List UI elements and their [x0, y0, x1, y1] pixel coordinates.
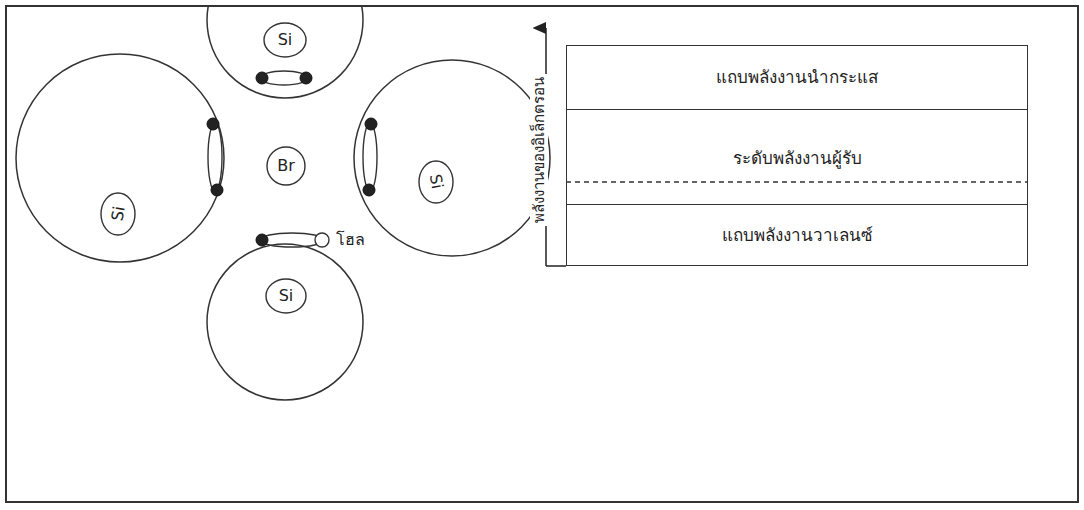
band-label: ระดับพลังงานผู้รับ — [733, 148, 862, 168]
hole-label: โฮล — [336, 230, 365, 249]
silicon-atom: Si — [100, 192, 136, 236]
conduction-band: แถบพลังงานนำกระแส — [566, 45, 1028, 110]
valence-band: แถบพลังงานวาเลนซ์ — [566, 205, 1028, 266]
band-label: แถบพลังงานวาเลนซ์ — [722, 225, 873, 245]
acceptor-level-line — [566, 181, 1028, 182]
silicon-atom: Si — [265, 278, 307, 314]
boron-atom: Br — [266, 146, 306, 186]
electrons — [207, 72, 377, 246]
hole — [315, 233, 329, 247]
silicon-atom: Si — [263, 22, 307, 58]
acceptor-region: ระดับพลังงานผู้รับ — [566, 110, 1028, 205]
lattice-arcs — [16, 6, 550, 400]
band-label: แถบพลังงานนำกระแส — [716, 67, 878, 87]
atom-symbol: Br — [277, 156, 295, 175]
frame — [6, 6, 1078, 502]
atom-symbol: Si — [278, 30, 293, 49]
atom-symbol: Si — [279, 286, 294, 305]
axis-base — [546, 265, 566, 267]
axis-label: พลังงานของอิเล็กตรอน — [530, 74, 548, 226]
bond-lines — [208, 71, 377, 247]
silicon-atom: Si — [418, 160, 454, 204]
